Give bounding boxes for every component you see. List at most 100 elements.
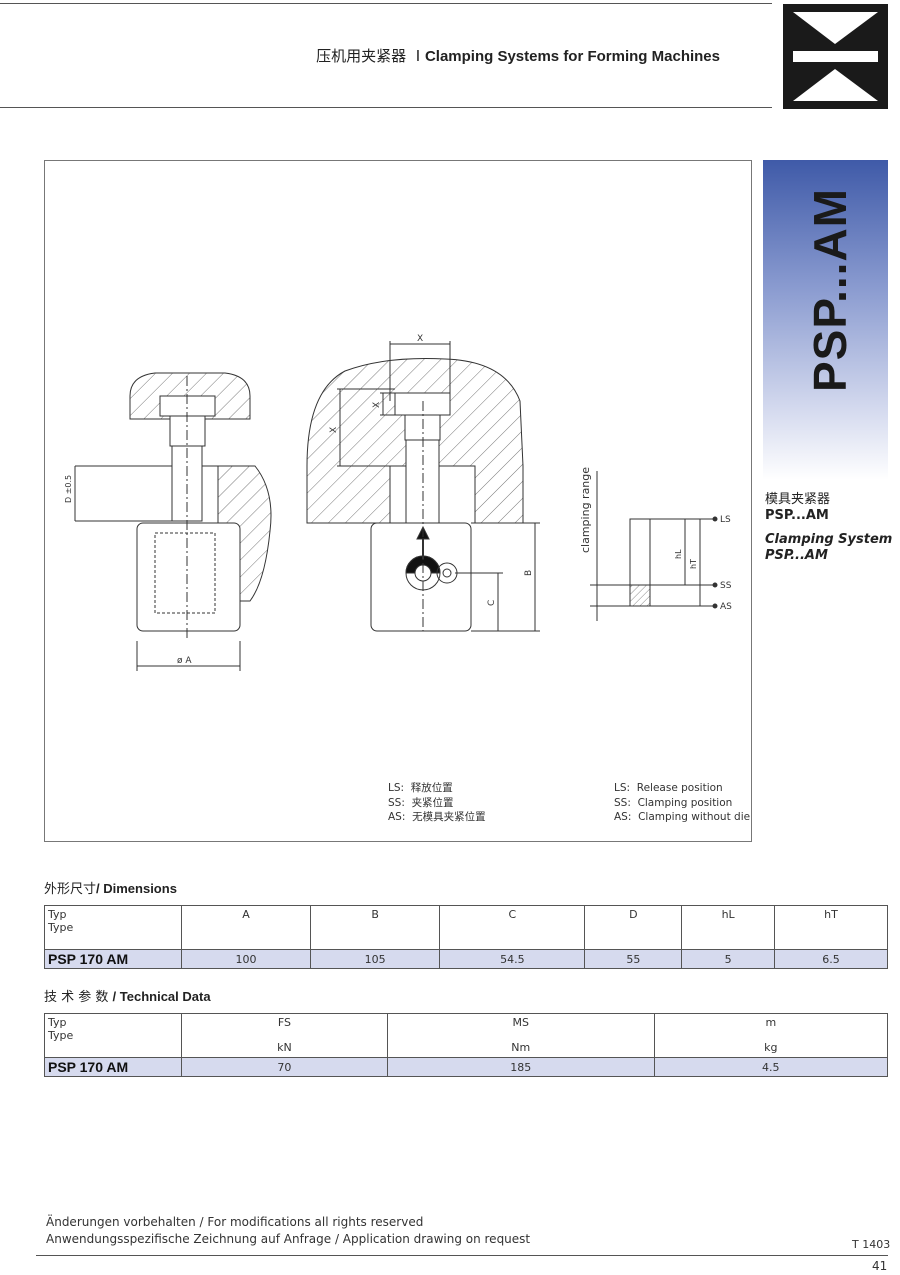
dimensions-title-zh: 外形尺寸 [44,882,97,897]
legend-text: 夹紧位置 [411,796,454,809]
column-unit: kN [277,1041,292,1054]
legend-en-item: LS: Release position [614,781,750,796]
legend-zh: LS: 释放位置 SS: 夹紧位置 AS: 无模具夹紧位置 [388,781,486,825]
legend-en-item: AS: Clamping without die [614,810,750,825]
column-header-hl: hL [681,905,775,950]
dim-label-hl: hL [674,549,683,559]
legend-text: Clamping position [637,796,733,809]
dim-label-dia-a: ø A [177,656,192,666]
value-cell-c: 54.5 [439,949,586,969]
column-symbol: FS [277,1016,291,1029]
legend-code: LS: [388,782,405,794]
side-label-en: Clamping System [765,532,893,547]
header-type-cell: Typ Type [44,905,182,950]
legend-zh-item: SS: 夹紧位置 [388,796,486,811]
document-code: T 1403 [852,1238,891,1251]
dim-label-d: D ±0.5 [64,475,73,503]
footer-rule [36,1255,888,1256]
legend-text: Clamping without die [638,811,751,823]
column-header-d: D [584,905,683,950]
technical-title-en: / Technical Data [112,989,211,1004]
header-bottom-rule [0,107,772,108]
column-symbol: MS [512,1016,529,1029]
position-label-ls: LS [720,515,731,525]
table-row: PSP 170 AM 70 185 4.5 [44,1057,889,1077]
brand-logo [783,4,888,109]
header-title-zh: 压机用夹紧器 [316,47,407,65]
technical-title-zh: 技 术 参 数 [44,990,109,1005]
side-label-product-2: PSP...AM [765,548,828,563]
column-symbol: m [765,1016,777,1029]
technical-title: 技 术 参 数 / Technical Data [44,986,211,1005]
side-label-product-1: PSP...AM [765,508,829,523]
value-cell-ht: 6.5 [774,949,888,969]
legend-zh-item: AS: 无模具夹紧位置 [388,810,486,825]
left-view [74,372,272,671]
dimensions-table: Typ Type A B C D hL hT PSP 170 AM 100 10… [44,905,888,969]
header-title-en: Clamping Systems for Forming Machines [424,48,720,65]
technical-table: Typ Type FS kN MS Nm m kg PSP 170 AM 70 185… [44,1013,889,1077]
footer-line-1: Änderungen vorbehalten / For modificatio… [46,1215,424,1229]
column-header-a: A [180,905,312,950]
value-cell-m: 4.5 [653,1057,889,1077]
value-cell-b: 105 [310,949,441,969]
right-view [590,471,718,621]
header-separator: I [415,47,421,65]
column-header-ms: MS Nm [386,1013,655,1058]
legend-text: 无模具夹紧位置 [412,811,486,823]
value-cell-d: 55 [584,949,683,969]
technical-drawing-frame: D ±0.5 ø A [44,160,752,842]
column-header-ht: hT [774,905,888,950]
footer-line-2: Anwendungsspezifische Zeichnung auf Anfr… [46,1232,531,1246]
row-type-cell: PSP 170 AM [44,949,182,969]
column-header-m: m kg [653,1013,889,1058]
legend-code: LS: [614,782,631,794]
value-cell-ms: 185 [386,1057,655,1077]
legend-text: Release position [636,782,723,794]
dim-label-x-side-1: X [329,427,339,433]
legend-en-item: SS: Clamping position [614,796,750,811]
position-label-ss: SS [720,581,732,591]
logo-mark-icon [793,12,878,101]
value-cell-fs: 70 [181,1057,388,1077]
dim-label-ht: hT [689,559,698,569]
middle-view [306,341,540,632]
table-header-row: Typ Type A B C D hL hT [44,905,888,950]
dim-label-x-side-2: X [372,402,382,408]
column-header-c: C [439,905,586,950]
header-type-label: Type [48,1029,74,1042]
product-vertical-text: PSP...AM [804,188,856,392]
value-cell-a: 100 [180,949,312,969]
header-type-label: Type [48,921,74,934]
page-header-title: 压机用夹紧器 I Clamping Systems for Forming Ma… [300,45,720,66]
side-product-labels: 模具夹紧器 PSP...AM Clamping System PSP...AM [765,492,892,564]
dim-label-b: B [524,570,534,576]
technical-drawing: D ±0.5 ø A [64,334,732,671]
header-typ-label: Typ [48,1016,67,1029]
position-label-as: AS [720,602,732,612]
footer-notes: Änderungen vorbehalten / For modificatio… [46,1214,530,1248]
legend-code: AS: [388,811,406,823]
column-unit: kg [764,1041,778,1054]
dim-label-c: C [487,600,497,606]
header-typ-label: Typ [48,908,67,921]
header-top-rule [0,3,772,4]
clamping-range-label: clamping range [579,467,592,553]
legend-code: AS: [614,811,632,823]
column-header-fs: FS kN [181,1013,388,1058]
page-number: 41 [872,1259,888,1273]
side-color-band [763,160,888,480]
table-row: PSP 170 AM 100 105 54.5 55 5 6.5 [44,949,888,969]
dimensions-title: 外形尺寸/ Dimensions [44,878,177,897]
legend-code: SS: [388,796,405,809]
legend-code: SS: [614,796,631,809]
legend-en: LS: Release position SS: Clamping positi… [614,781,750,825]
dimensions-title-en: / Dimensions [96,881,177,896]
table-header-row: Typ Type FS kN MS Nm m kg [44,1013,889,1058]
legend-zh-item: LS: 释放位置 [388,781,486,796]
product-vertical-title: PSP...AM [800,188,860,392]
side-label-zh: 模具夹紧器 [765,492,831,507]
legend-text: 释放位置 [410,782,453,794]
row-type-cell: PSP 170 AM [44,1057,182,1077]
column-unit: Nm [511,1041,531,1054]
